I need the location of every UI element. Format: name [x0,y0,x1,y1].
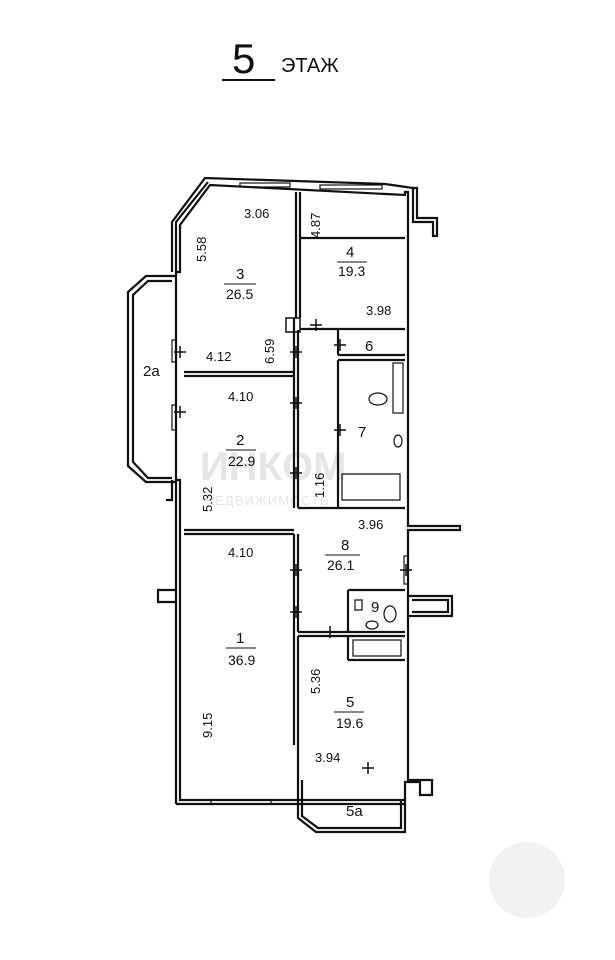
room-1-number: 1 [236,630,244,647]
dimensions: 3.06 5.58 4.12 6.59 4.87 3.98 4.10 5.32 … [194,206,391,765]
dim-r1-left: 9.15 [200,713,215,738]
room-4-area: 19.3 [338,263,365,279]
watermark-subtext: НЕДВИЖИМОСТЬ [205,493,330,508]
room-7-number: 7 [358,424,366,441]
room-2a-number: 2a [143,363,160,380]
room-8-area: 26.1 [327,557,354,573]
dim-r3-right: 6.59 [262,339,277,364]
room-2-number: 2 [236,432,244,449]
room-3-area: 26.5 [226,286,253,302]
room-labels: 3 26.5 4 19.3 2 22.9 1 36.9 5 19.6 6 7 8… [143,244,379,820]
dim-r4-bottom: 3.98 [366,303,391,318]
dim-r5-bottom: 3.94 [315,750,340,765]
room-6-number: 6 [365,338,373,355]
dim-r2-top: 4.10 [228,389,253,404]
dim-r8-top: 3.96 [358,517,383,532]
room-2-area: 22.9 [228,453,255,469]
walls [126,176,462,834]
dim-r2-left: 5.32 [200,487,215,512]
room-5-number: 5 [346,694,354,711]
floor-number: 5 [232,35,255,82]
dim-r5-left: 5.36 [308,669,323,694]
dim-r1-top: 4.10 [228,545,253,560]
fixtures [341,362,404,657]
door-markers [174,317,412,774]
room-5-area: 19.6 [336,715,363,731]
dim-r4-left: 4.87 [308,213,323,238]
room-9-number: 9 [371,599,379,616]
watermark-text: ИНКОМ [200,445,346,489]
room-4-number: 4 [346,244,354,261]
room-5a-number: 5a [346,803,363,820]
room-8-number: 8 [341,537,349,554]
floor-label: ЭТАЖ [281,55,339,77]
room-1-area: 36.9 [228,652,255,668]
room-3-number: 3 [236,266,244,283]
dim-r3-top: 3.06 [244,206,269,221]
dim-r3-left: 5.58 [194,237,209,262]
dim-corridor: 1.16 [312,473,327,498]
watermark-seal [489,842,565,918]
windows [171,182,409,805]
dim-r3-bottom: 4.12 [206,349,231,364]
